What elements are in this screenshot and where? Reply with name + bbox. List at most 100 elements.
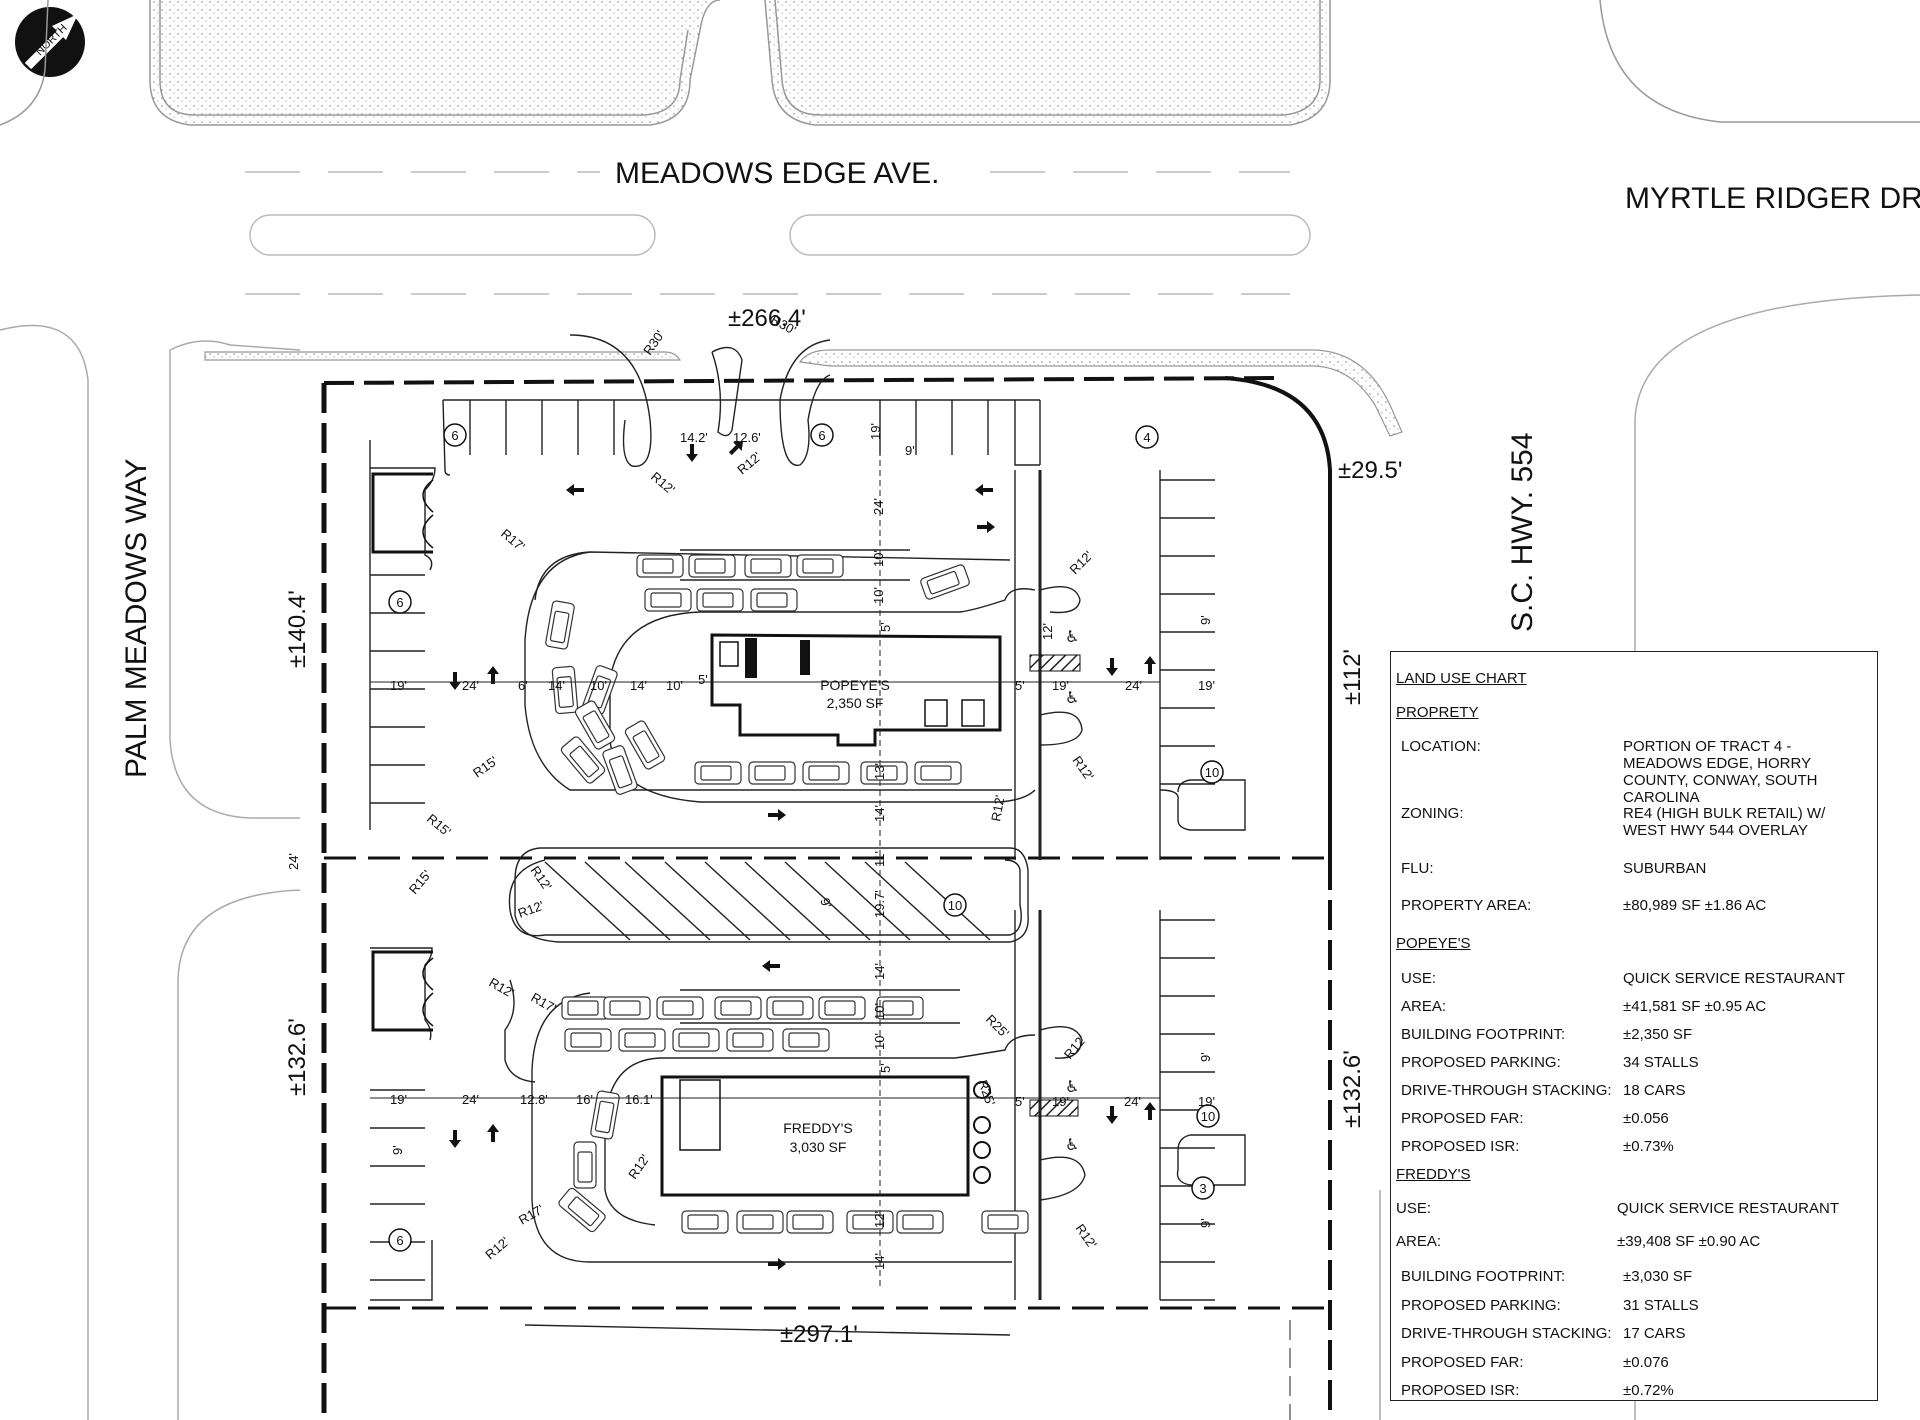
dim-note: 10' xyxy=(590,678,607,693)
drive-thru-islands xyxy=(524,551,1086,1263)
dim-note: 19' xyxy=(390,678,407,693)
dim-note: R12' xyxy=(1073,1221,1100,1251)
row-value: ±41,581 SF ±0.95 AC xyxy=(1623,998,1767,1015)
direction-arrow-icon xyxy=(449,1130,461,1148)
dim-right-lower: ±132.6' xyxy=(1339,1050,1366,1128)
stall-count-marker: 10 xyxy=(1196,1104,1220,1128)
row-label: ZONING: xyxy=(1401,805,1464,822)
stall-count-text: 6 xyxy=(818,428,825,443)
popeyes-name: POPEYE'S xyxy=(820,677,890,693)
row-label: BUILDING FOOTPRINT: xyxy=(1401,1026,1566,1043)
meadows-edge-lane-markings xyxy=(245,171,1311,295)
dim-note: 5' xyxy=(878,622,893,632)
car-icon xyxy=(694,761,742,785)
dim-note: R12' xyxy=(516,898,546,921)
dim-note: 16' xyxy=(576,1092,593,1107)
dim-note: R12' xyxy=(648,469,678,497)
dim-note: 11' xyxy=(872,851,887,867)
dim-note: 19' xyxy=(1198,678,1215,693)
car-icon xyxy=(782,1028,830,1052)
stall-count-marker: 6 xyxy=(388,590,412,614)
drive-thru-cars xyxy=(545,554,1029,1234)
dim-note: 10' xyxy=(871,587,886,604)
car-icon xyxy=(876,996,924,1020)
property-boundary xyxy=(321,376,1332,1420)
dim-note: 14' xyxy=(872,1253,887,1270)
dim-note: R12' xyxy=(625,1152,652,1182)
car-icon xyxy=(920,564,970,600)
row-label: PROPOSED PARKING: xyxy=(1401,1054,1561,1071)
dim-note: 24' xyxy=(1125,678,1142,693)
stall-count-text: 6 xyxy=(451,428,458,443)
dim-note: 19' xyxy=(1052,678,1069,693)
dim-note: R12' xyxy=(988,794,1007,823)
dim-note: 19' xyxy=(1052,1094,1069,1109)
dim-note: 6' xyxy=(518,678,528,693)
row-value: ±0.73% xyxy=(1623,1138,1674,1155)
dim-note: 10' xyxy=(872,1033,887,1050)
stall-count-text: 10 xyxy=(948,898,962,913)
car-icon xyxy=(558,1187,606,1233)
dim-note: R25' xyxy=(983,1012,1012,1041)
row-value: PORTION OF TRACT 4 - MEADOWS EDGE, HORRY… xyxy=(1623,738,1818,806)
car-icon xyxy=(714,996,762,1020)
dim-note: R12' xyxy=(1067,548,1096,577)
direction-arrow-icon xyxy=(686,444,698,462)
stall-count-marker: 6 xyxy=(443,423,467,447)
car-icon xyxy=(802,761,850,785)
car-icon xyxy=(696,588,744,612)
property-header: PROPRETY xyxy=(1396,704,1479,721)
car-icon xyxy=(551,665,579,715)
popeyes-area: 2,350 SF xyxy=(827,695,884,711)
row-label: AREA: xyxy=(1401,998,1447,1015)
direction-arrow-icon xyxy=(449,672,461,690)
stall-count-marker: 3 xyxy=(1191,1176,1215,1200)
dim-note: 9' xyxy=(1198,615,1213,625)
row-label: PROPOSED ISR: xyxy=(1401,1382,1520,1399)
row-label: PROPOSED FAR: xyxy=(1401,1354,1524,1371)
row-label: PROPOSED PARKING: xyxy=(1401,1297,1561,1314)
dumpster-enclosure-icon xyxy=(371,472,434,1032)
svg-text:♿: ♿ xyxy=(1065,688,1079,707)
dim-note: 12.6' xyxy=(733,430,761,445)
freddys-name: FREDDY'S xyxy=(783,1120,853,1136)
dim-top: ±266.4' xyxy=(728,305,806,332)
dim-note: 10' xyxy=(666,678,683,693)
freddys-area: 3,030 SF xyxy=(790,1139,847,1155)
car-icon xyxy=(688,554,736,578)
dim-note: 5' xyxy=(1015,1094,1025,1109)
dim-note: 12.8' xyxy=(520,1092,548,1107)
stall-count-text: 6 xyxy=(396,595,403,610)
dim-note: R12' xyxy=(487,975,517,1001)
stall-count-text: 3 xyxy=(1199,1181,1206,1196)
car-icon xyxy=(726,1028,774,1052)
row-label: PROPERTY AREA: xyxy=(1401,897,1532,914)
direction-arrow-icon xyxy=(1144,656,1156,674)
direction-arrow-icon xyxy=(487,1124,499,1142)
car-icon xyxy=(603,996,651,1020)
dim-note: R12' xyxy=(482,1234,512,1262)
car-icon xyxy=(766,996,814,1020)
svg-text:♿: ♿ xyxy=(1065,627,1079,646)
dim-note: 24' xyxy=(462,1092,479,1107)
dim-note: R15' xyxy=(406,867,434,897)
north-arrow-icon: NORTH xyxy=(15,7,85,77)
car-icon xyxy=(545,600,575,650)
direction-arrow-icon xyxy=(1106,658,1118,676)
row-label: AREA: xyxy=(1396,1233,1442,1250)
car-icon xyxy=(744,554,792,578)
row-value: ±3,030 SF xyxy=(1623,1268,1693,1285)
dim-note: R12' xyxy=(734,449,764,477)
dim-note: 5' xyxy=(1015,678,1025,693)
direction-arrow-icon xyxy=(975,484,993,496)
dim-note: 5' xyxy=(878,1063,893,1073)
dim-note: 13' xyxy=(872,763,887,780)
dim-corner: ±29.5' xyxy=(1338,457,1402,484)
row-label: USE: xyxy=(1401,970,1437,987)
row-value: ±2,350 SF xyxy=(1623,1026,1693,1043)
direction-arrow-icon xyxy=(768,1258,786,1270)
car-icon xyxy=(564,1028,612,1052)
street-myrtle-ridger: MYRTLE RIDGER DR xyxy=(1625,182,1920,215)
dim-note: 19.7' xyxy=(872,890,887,918)
